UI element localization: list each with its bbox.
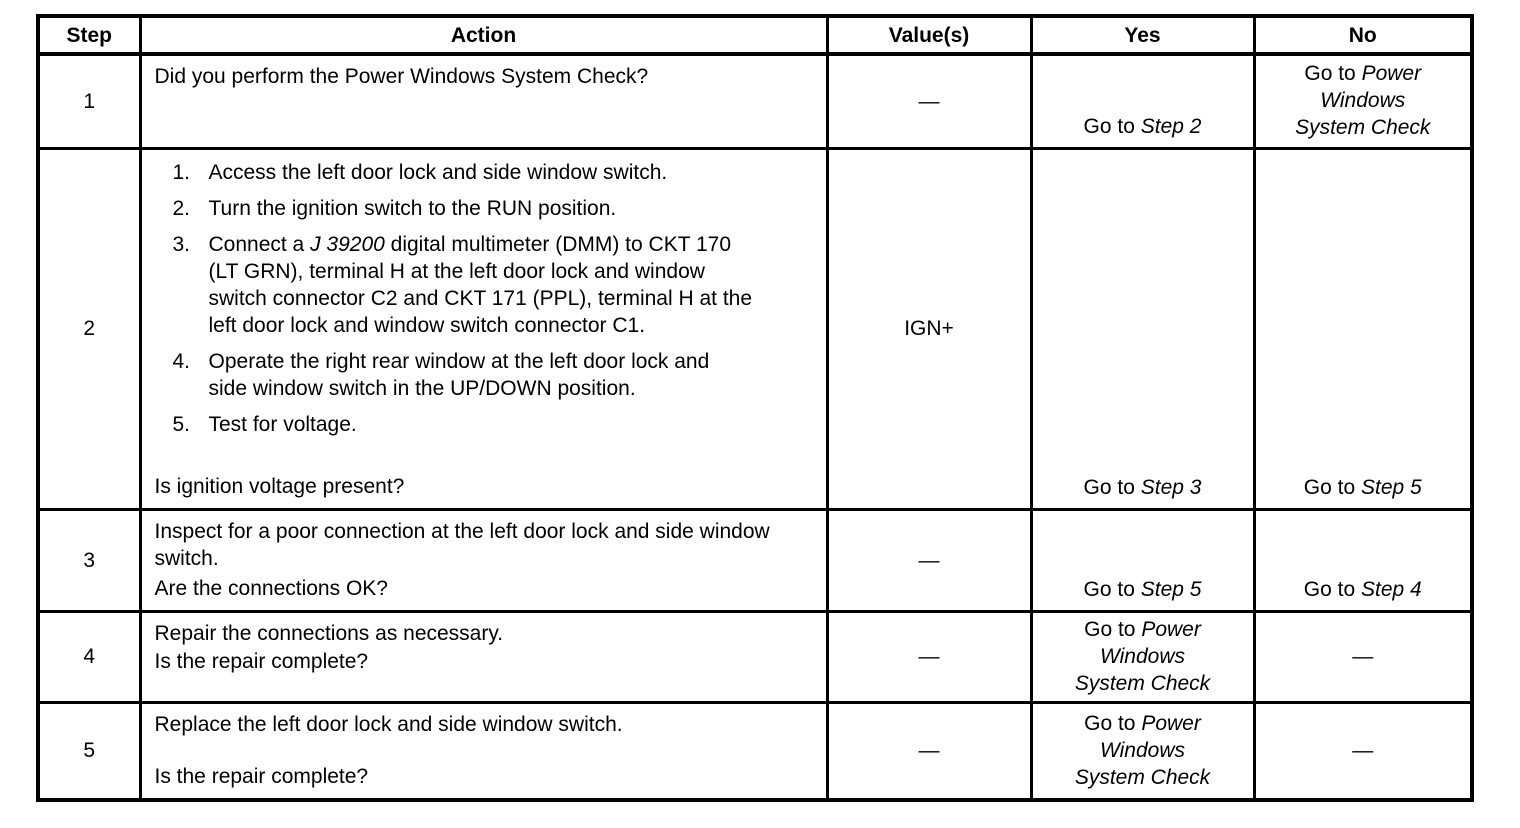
no-cell: Go to Step 4 (1252, 507, 1474, 613)
action-text: Repair the connections as necessary. (154, 621, 504, 645)
value-dash: — (918, 739, 940, 763)
table-row-step-1: 1 Did you perform the Power Windows Syst… (36, 52, 1474, 150)
value-cell: — (825, 609, 1033, 704)
list-item: 5. Test for voltage. (172, 412, 357, 436)
value-cell: — (825, 52, 1033, 150)
goto-check-reference: Go to Power Windows System Check (1074, 711, 1211, 789)
goto-step-reference: Go to Step 3 (1083, 475, 1202, 499)
value-dash: — (918, 645, 940, 668)
table-row-step-2: 2 1. Access the left door lock and side … (36, 146, 1474, 511)
step-number: 2 (36, 146, 142, 511)
yes-cell: Go to Step 2 (1029, 52, 1256, 150)
value-text: IGN+ (904, 317, 954, 340)
table-row-step-4: 4 Repair the connections as necessary. I… (36, 609, 1474, 704)
goto-check-reference: Go to Power Windows System Check (1074, 617, 1211, 695)
action-numbered-list: 1. Access the left door lock and side wi… (173, 157, 814, 438)
value-dash: — (918, 548, 940, 572)
list-item: 2. Turn the ignition switch to the RUN p… (172, 196, 617, 220)
table-header-row: Step Action Value(s) Yes No (36, 14, 1474, 56)
action-cell: 1. Access the left door lock and side wi… (138, 146, 829, 511)
no-dash: — (1352, 739, 1374, 763)
no-dash: — (1352, 645, 1374, 668)
table-row-step-3: 3 Inspect for a poor connection at the l… (36, 507, 1474, 613)
column-header-yes: Yes (1029, 14, 1256, 56)
table-row-step-5: 5 Replace the left door lock and side wi… (36, 700, 1474, 802)
goto-step-reference: Go to Step 2 (1083, 114, 1202, 138)
yes-cell: Go to Power Windows System Check (1029, 700, 1256, 802)
action-question: Is the repair complete? (154, 765, 369, 788)
value-cell: IGN+ (825, 146, 1033, 511)
action-question: Are the connections OK? (154, 576, 388, 600)
no-cell: Go to Power Windows System Check (1252, 52, 1474, 150)
step-number: 5 (36, 700, 142, 802)
action-cell: Repair the connections as necessary. Is … (138, 609, 829, 704)
diagnostic-table: Step Action Value(s) Yes No 1 Did you pe… (36, 14, 1474, 802)
step-number: 3 (36, 507, 142, 613)
goto-step-reference: Go to Step 5 (1303, 475, 1422, 499)
column-header-step: Step (36, 14, 142, 56)
yes-cell: Go to Step 5 (1029, 507, 1256, 613)
list-item: 4. Operate the right rear window at the … (172, 349, 710, 400)
action-text: Replace the left door lock and side wind… (154, 712, 623, 736)
step-number: 4 (36, 609, 142, 704)
column-header-values: Value(s) (825, 14, 1033, 56)
goto-step-reference: Go to Step 4 (1303, 577, 1422, 601)
action-cell: Inspect for a poor connection at the lef… (138, 507, 829, 613)
yes-cell: Go to Step 3 (1029, 146, 1256, 511)
goto-step-reference: Go to Step 5 (1083, 577, 1202, 601)
value-dash: — (918, 89, 940, 113)
no-cell: — (1252, 609, 1474, 704)
action-question: Is the repair complete? (154, 649, 369, 673)
goto-check-reference: Go to Power Windows System Check (1295, 62, 1431, 140)
list-item: 1. Access the left door lock and side wi… (172, 160, 668, 184)
column-header-no: No (1252, 14, 1474, 56)
value-cell: — (825, 507, 1033, 613)
no-cell: Go to Step 5 (1252, 146, 1474, 511)
no-cell: — (1252, 700, 1474, 802)
action-cell: Replace the left door lock and side wind… (138, 700, 829, 802)
action-text: Did you perform the Power Windows System… (154, 65, 649, 88)
yes-cell: Go to Power Windows System Check (1029, 609, 1256, 704)
list-item: 3. Connect a J 39200 digital multimeter … (172, 232, 753, 337)
action-cell: Did you perform the Power Windows System… (138, 52, 829, 150)
action-question: Is ignition voltage present? (154, 474, 405, 498)
step-number: 1 (36, 52, 142, 150)
value-cell: — (825, 700, 1033, 802)
action-text: Inspect for a poor connection at the lef… (154, 519, 770, 570)
column-header-action: Action (138, 14, 829, 56)
